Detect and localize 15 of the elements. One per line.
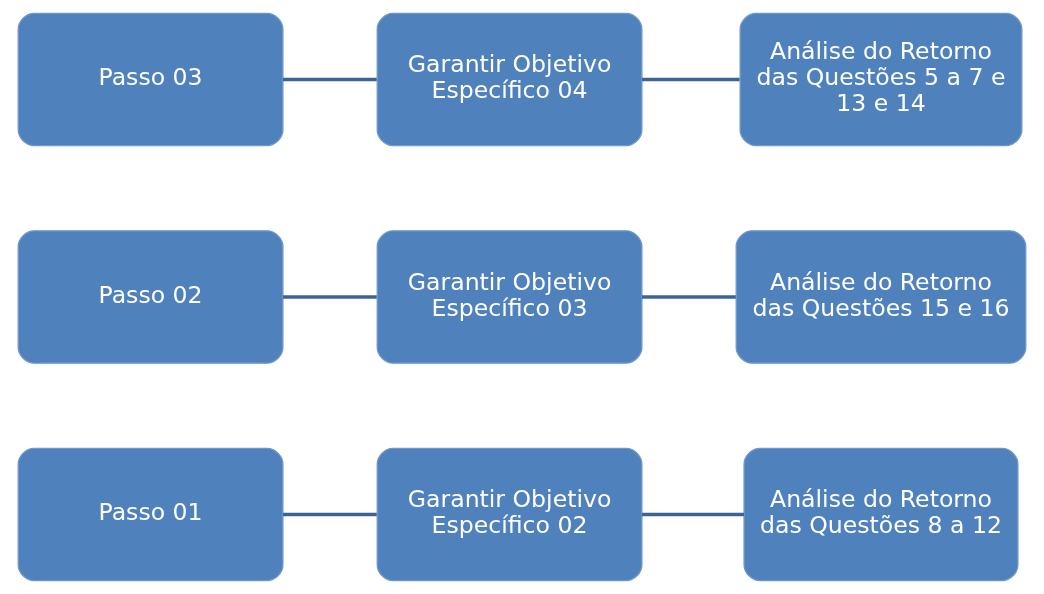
node-box: Análise do Retorno das Questões 8 a 12 [743,447,1019,582]
node-box: Passo 01 [17,447,284,582]
connector [283,512,377,517]
node-box: Análise do Retorno das Questões 5 a 7 e 13 e 14 [739,12,1023,147]
node-box: Análise do Retorno das Questões 15 e 16 [735,230,1027,364]
connector [641,295,736,299]
node-box: Garantir Objetivo Específico 04 [376,12,643,147]
node-box: Garantir Objetivo Específico 02 [376,447,643,582]
connector [283,295,377,299]
node-box: Passo 03 [17,12,284,147]
node-box: Passo 02 [17,230,284,364]
node-box: Garantir Objetivo Específico 03 [376,230,643,364]
connector [283,77,377,82]
connector [641,512,745,517]
connector [641,77,740,82]
